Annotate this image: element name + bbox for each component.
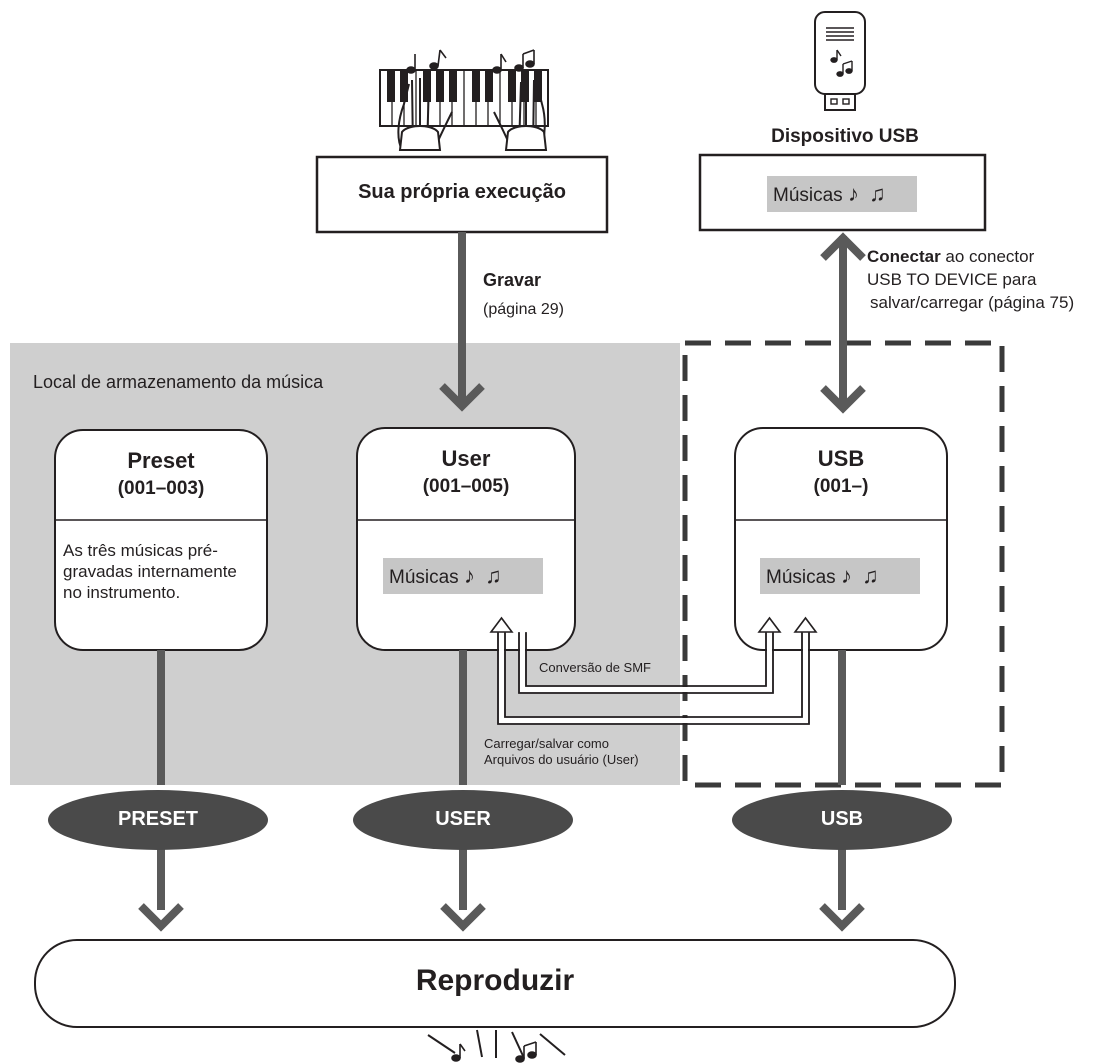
user-pill-label: USER: [435, 808, 491, 830]
arrowhead-user: [489, 616, 514, 633]
connect-line3: salvar/carregar (página 75): [870, 293, 1075, 312]
preset-title: Preset: [127, 448, 195, 473]
usb-range: (001–): [813, 476, 869, 497]
songs-label: Músicas: [773, 185, 843, 206]
music-note-icon: [451, 1041, 537, 1063]
usb-device-songs: Músicas ♪ ♫: [767, 176, 917, 212]
usb-flash-drive-icon: [814, 11, 866, 111]
playback-label: Reproduzir: [415, 964, 575, 997]
smf-conversion-label: Conversão de SMF: [539, 660, 651, 675]
storage-area-label: Local de armazenamento da música: [33, 372, 324, 392]
music-note-icon: ♪ ♫: [463, 563, 504, 588]
preset-description-line: gravadas internamente: [63, 562, 237, 581]
connect-line2: USB TO DEVICE para: [867, 270, 1037, 289]
preset-description: As três músicas pré- gravadas internamen…: [63, 540, 237, 603]
connect-label-bold: Conectar: [867, 247, 941, 266]
load-save-line1: Carregar/salvar como: [484, 736, 609, 751]
connect-label: Conectar ao conector USB TO DEVICE para …: [867, 245, 1074, 314]
arrowhead-usb-load: [793, 616, 818, 633]
record-label: Gravar: [483, 270, 542, 290]
usb-region-dashed: [682, 340, 1005, 788]
preset-description-line: As três músicas pré-: [63, 541, 218, 560]
user-songs: Músicas ♪ ♫: [383, 558, 543, 594]
preset-pill: [48, 790, 268, 850]
preset-range: (001–003): [117, 478, 205, 499]
load-save-label: Carregar/salvar como Arquivos do usuário…: [484, 736, 639, 768]
songs-label: Músicas: [766, 567, 836, 588]
usb-songs: Músicas ♪ ♫: [760, 558, 920, 594]
own-performance-label: Sua própria execução: [358, 181, 566, 203]
preset-description-line: no instrumento.: [63, 583, 181, 602]
usb-pill-label: USB: [820, 808, 864, 830]
connect-label-rest: ao conector: [940, 247, 1035, 266]
connect-arrow: [823, 232, 863, 408]
preset-pill-label: PRESET: [117, 808, 199, 830]
music-note-icon: ♪ ♫: [847, 181, 888, 206]
songs-label: Músicas: [389, 567, 459, 588]
own-performance-box: [315, 155, 609, 234]
record-page-ref: (página 29): [483, 301, 564, 318]
playback-box: [34, 939, 956, 1028]
keyboard-hands-icon: [379, 49, 549, 151]
usb-title: USB: [817, 446, 865, 471]
usb-device-caption: Dispositivo USB: [771, 126, 919, 147]
music-note-icon: ♪ ♫: [840, 563, 881, 588]
user-title: User: [441, 446, 491, 471]
arrowhead-usb-smf: [757, 616, 782, 633]
user-range: (001–005): [422, 476, 510, 497]
load-save-line2: Arquivos do usuário (User): [484, 752, 639, 767]
user-pill: [353, 790, 573, 850]
sound-waves-icon: [427, 1029, 566, 1059]
usb-pill: [732, 790, 952, 850]
